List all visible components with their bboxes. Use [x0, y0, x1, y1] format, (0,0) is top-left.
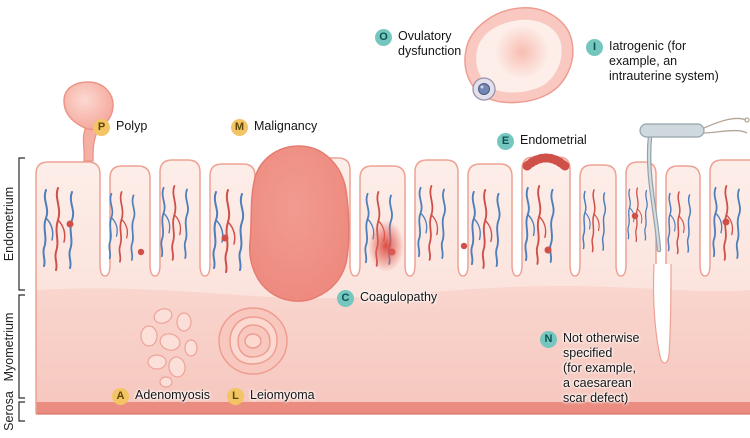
label-malignancy: M Malignancy [231, 119, 317, 136]
malignancy-mass [248, 145, 350, 302]
endometrium-bracket [18, 157, 25, 291]
badge-ovulatory-dysfunction: O [375, 29, 392, 46]
iud-illustration [639, 117, 750, 253]
label-not-otherwise-specified-text: Not otherwise specified (for example, a … [563, 331, 640, 405]
serosa-layer [36, 402, 750, 414]
label-malignancy-text: Malignancy [254, 119, 318, 133]
tissue-outline [35, 156, 750, 414]
label-leiomyoma-text: Leiomyoma [250, 388, 315, 402]
badge-endometrial: E [497, 133, 514, 150]
badge-polyp: P [93, 119, 110, 136]
label-polyp-text: Polyp [116, 119, 148, 133]
badge-coagulopathy: C [337, 290, 354, 307]
label-endometrial-text: Endometrial [520, 133, 587, 147]
badge-malignancy: M [231, 119, 248, 136]
badge-not-otherwise-specified: N [540, 331, 557, 348]
myometrium-layer [36, 286, 750, 402]
badge-iatrogenic: I [586, 39, 603, 56]
side-label-endometrium: Endometrium [2, 186, 16, 262]
label-leiomyoma: L Leiomyoma [227, 388, 315, 405]
caesarean-scar-defect [652, 263, 672, 364]
label-iatrogenic: I Iatrogenic (for example, an intrauteri… [586, 39, 719, 84]
label-endometrial: E Endometrial [497, 133, 587, 150]
label-coagulopathy-text: Coagulopathy [360, 290, 438, 304]
label-ovulatory-dysfunction-text: Ovulatory dysfunction [398, 29, 462, 58]
adenomyosis-cluster [140, 308, 198, 388]
serosa-bracket [18, 401, 25, 422]
follicle [472, 77, 496, 101]
label-polyp: P Polyp [93, 119, 147, 136]
label-adenomyosis: A Adenomyosis [112, 388, 210, 405]
label-not-otherwise-specified: N Not otherwise specified (for example, … [540, 331, 639, 406]
serosa-bottom-edge [36, 413, 750, 415]
label-adenomyosis-text: Adenomyosis [135, 388, 211, 402]
ovary-illustration [464, 7, 574, 104]
badge-leiomyoma: L [227, 388, 244, 405]
label-ovulatory-dysfunction: O Ovulatory dysfunction [375, 29, 461, 59]
badge-adenomyosis: A [112, 388, 129, 405]
label-iatrogenic-text: Iatrogenic (for example, an intrauterine… [609, 39, 719, 83]
polyp-illustration [63, 81, 114, 162]
side-label-serosa: Serosa [2, 391, 16, 431]
myometrium-bracket [18, 294, 25, 399]
leiomyoma-illustration [218, 307, 288, 375]
endometrial-fringe [522, 153, 570, 171]
label-coagulopathy: C Coagulopathy [337, 290, 437, 307]
coagulopathy-blotch [368, 220, 404, 272]
